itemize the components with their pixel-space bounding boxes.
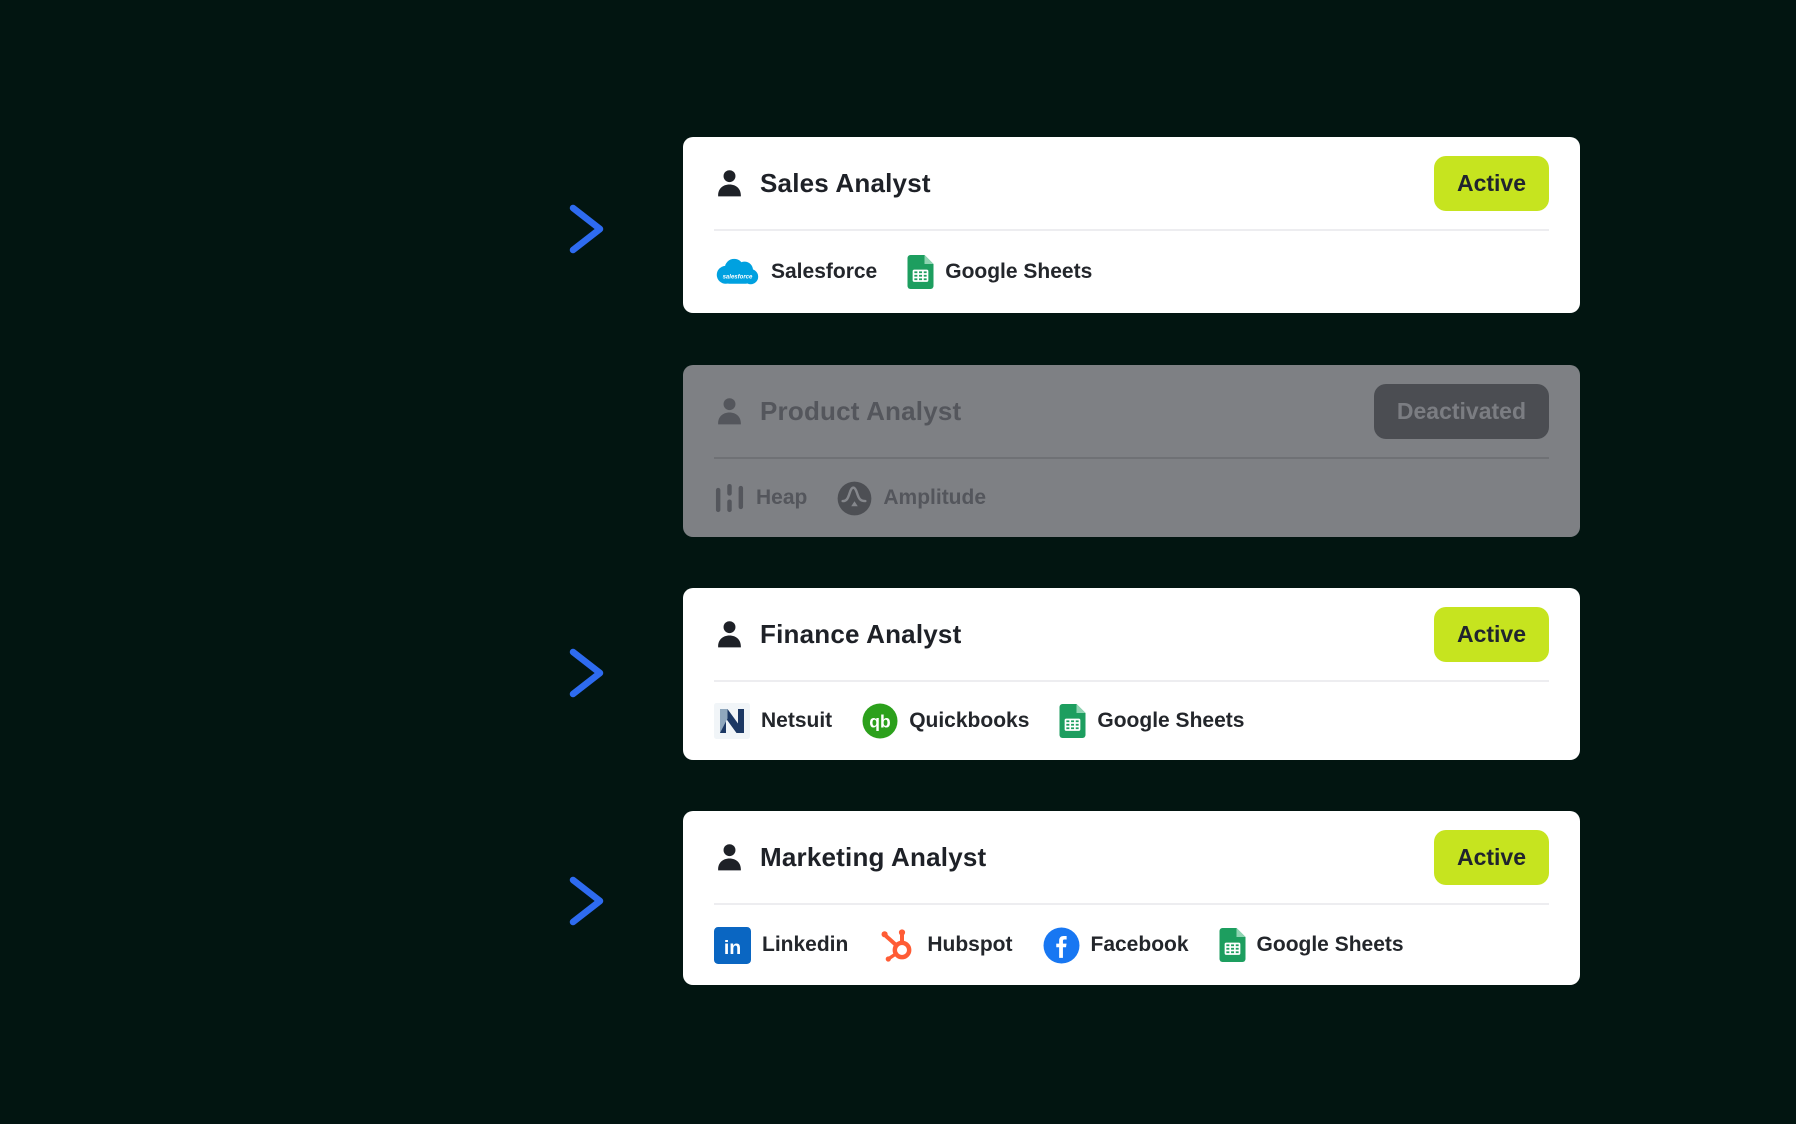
facebook-icon: [1043, 927, 1080, 964]
person-icon: [714, 168, 745, 199]
card-header: Finance Analyst Active: [714, 588, 1549, 680]
tools-row: Heap Amplitude: [714, 459, 1549, 537]
card-header: Marketing Analyst Active: [714, 811, 1549, 903]
card-title: Product Analyst: [760, 395, 962, 426]
person-icon: [714, 396, 745, 427]
salesforce-icon: salesforce: [714, 256, 760, 288]
tool-label: Netsuit: [761, 709, 833, 732]
tool-item: Amplitude: [837, 481, 986, 516]
tool-label: Google Sheets: [1256, 933, 1404, 956]
tool-item: Google Sheets: [907, 255, 1092, 289]
quickbooks-icon: qb: [862, 703, 898, 739]
flow-arrow: [6, 876, 604, 926]
analyst-card-finance-analyst[interactable]: Finance Analyst Active Netsuit qb Quickb…: [683, 588, 1580, 760]
tool-label: Hubspot: [927, 933, 1013, 956]
tool-label: Google Sheets: [1097, 709, 1245, 732]
tool-label: Salesforce: [771, 260, 878, 283]
google-sheets-icon: [1059, 704, 1086, 738]
google-sheets-icon: [907, 255, 934, 289]
card-title: Finance Analyst: [760, 618, 962, 649]
netsuit-icon: [714, 703, 750, 739]
divider: [714, 457, 1549, 459]
tool-item: Heap: [714, 483, 807, 514]
tool-item: qb Quickbooks: [862, 703, 1029, 739]
status-badge[interactable]: Active: [1433, 829, 1549, 885]
tool-label: Heap: [756, 486, 808, 509]
card-title: Marketing Analyst: [760, 841, 987, 872]
linkedin-icon: in: [714, 926, 751, 964]
google-sheets-icon: [1219, 928, 1246, 962]
status-badge[interactable]: Deactivated: [1373, 383, 1549, 439]
tools-row: Netsuit qb Quickbooks Google Sheets: [714, 682, 1549, 760]
tools-row: in Linkedin Hubspot Facebook Google Shee…: [714, 905, 1549, 985]
tool-item: Google Sheets: [1219, 928, 1404, 962]
card-title: Sales Analyst: [760, 167, 931, 198]
amplitude-icon: [837, 481, 872, 516]
tool-label: Google Sheets: [945, 260, 1093, 283]
svg-text:in: in: [724, 937, 741, 959]
tools-row: salesforce Salesforce Google Sheets: [714, 231, 1549, 313]
analyst-card-sales-analyst[interactable]: Sales Analyst Active salesforce Salesfor…: [683, 137, 1580, 313]
tool-item: in Linkedin: [714, 926, 849, 964]
tool-item: Hubspot: [878, 926, 1013, 964]
person-icon: [714, 842, 745, 873]
tool-label: Facebook: [1090, 933, 1189, 956]
analyst-card-marketing-analyst[interactable]: Marketing Analyst Active in Linkedin Hub…: [683, 811, 1580, 985]
flow-arrow: [6, 648, 604, 698]
tool-label: Quickbooks: [909, 709, 1030, 732]
tool-label: Linkedin: [762, 933, 849, 956]
tool-item: Google Sheets: [1059, 704, 1244, 738]
tool-item: salesforce Salesforce: [714, 256, 877, 288]
tool-item: Netsuit: [714, 703, 832, 739]
flow-arrow: [6, 204, 604, 254]
hubspot-icon: [878, 926, 916, 964]
divider: [714, 680, 1549, 682]
divider: [714, 229, 1549, 231]
tool-item: Facebook: [1043, 927, 1189, 964]
tool-label: Amplitude: [883, 486, 987, 509]
divider: [714, 903, 1549, 905]
person-icon: [714, 619, 745, 650]
svg-text:qb: qb: [869, 712, 890, 732]
heap-icon: [714, 483, 745, 514]
card-header: Sales Analyst Active: [714, 137, 1549, 229]
svg-text:salesforce: salesforce: [723, 275, 753, 281]
analyst-card-product-analyst[interactable]: Product Analyst Deactivated Heap Amplitu…: [683, 365, 1580, 537]
status-badge[interactable]: Active: [1433, 606, 1549, 662]
status-badge[interactable]: Active: [1433, 155, 1549, 211]
card-header: Product Analyst Deactivated: [714, 365, 1549, 457]
